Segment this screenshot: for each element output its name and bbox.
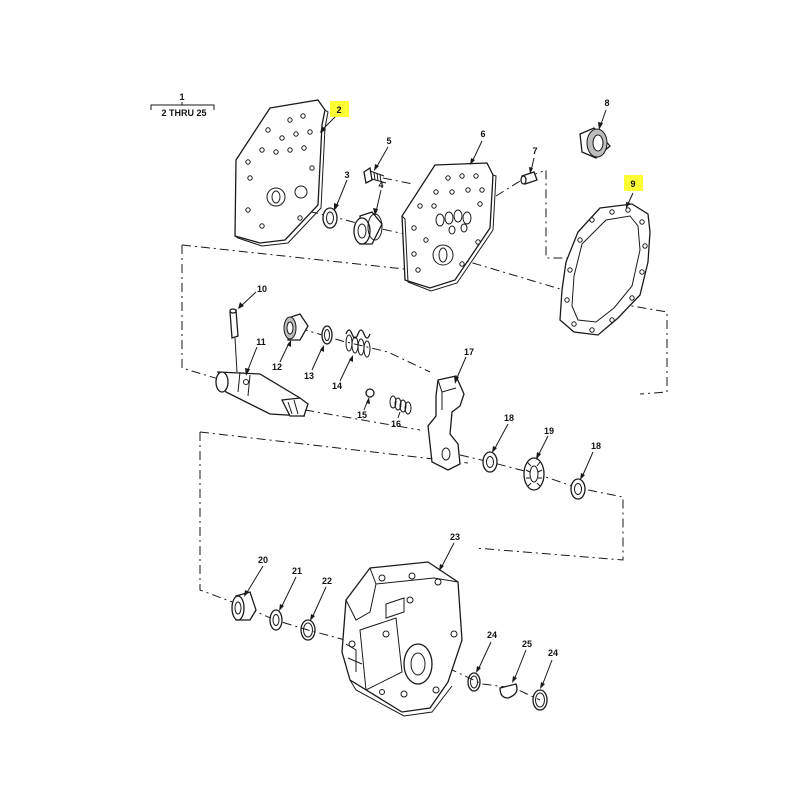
callout-22: 22 [322, 576, 332, 586]
part-9-gasket [559, 203, 651, 336]
part-2-plate [234, 99, 329, 247]
callout-23: 23 [450, 532, 460, 542]
part-17-lever [427, 375, 465, 471]
callout-2: 2 [336, 105, 341, 115]
callout-13: 13 [304, 371, 314, 381]
callout-19: 19 [544, 426, 554, 436]
callout-numbers: 2 3 4 5 6 7 8 9 10 11 12 13 14 15 16 17 … [256, 98, 635, 658]
callout-17: 17 [464, 347, 474, 357]
part-25-key [499, 683, 518, 699]
part-24-retaining-ring-a [467, 672, 481, 692]
callout-8: 8 [604, 98, 609, 108]
callout-12: 12 [272, 362, 282, 372]
callout-3: 3 [344, 170, 349, 180]
callout-14: 14 [332, 381, 342, 391]
part-23-housing [341, 561, 463, 717]
assembly-header: 1 2 THRU 25 [150, 92, 215, 118]
callout-24-b: 24 [548, 648, 558, 658]
callout-24-a: 24 [487, 630, 497, 640]
part-11-shaft [215, 371, 309, 417]
callout-4: 4 [378, 180, 383, 190]
part-18-washer-a [482, 451, 498, 473]
part-3-seal [322, 207, 338, 229]
callout-10: 10 [257, 284, 267, 294]
part-7-pin [520, 171, 538, 185]
part-13-washer [321, 325, 333, 345]
part-14-spring [345, 329, 371, 358]
part-8-bushing [579, 127, 611, 159]
part-24-retaining-ring-b [532, 689, 548, 711]
callout-15: 15 [357, 410, 367, 420]
callout-6: 6 [480, 129, 485, 139]
part-10-pin [229, 308, 239, 373]
callout-25: 25 [522, 639, 532, 649]
part-4-bearing [353, 211, 383, 245]
part-22-retaining-ring [300, 619, 316, 641]
callout-9: 9 [630, 179, 635, 189]
part-21-washer [269, 609, 283, 631]
callout-7: 7 [532, 146, 537, 156]
part-12-cup [283, 313, 309, 341]
callout-18-b: 18 [591, 441, 601, 451]
callout-11: 11 [256, 337, 266, 347]
highlight-9 [624, 175, 643, 191]
part-18-washer-b [570, 478, 586, 500]
leader-lines [238, 109, 634, 689]
highlight-2 [330, 101, 349, 117]
header-range: 2 THRU 25 [161, 108, 206, 118]
part-5-screw [363, 166, 387, 184]
callout-5: 5 [386, 136, 391, 146]
callout-highlights [330, 101, 643, 191]
header-number: 1 [179, 92, 184, 102]
callout-18-a: 18 [504, 413, 514, 423]
part-15-ball [365, 388, 375, 398]
part-19-thrust-bearing [523, 457, 545, 491]
part-20-bearing [231, 591, 257, 621]
callout-20: 20 [258, 555, 268, 565]
callout-16: 16 [391, 419, 401, 429]
callout-21: 21 [292, 566, 302, 576]
part-16-spring [389, 395, 412, 415]
part-6-valve-plate [401, 162, 497, 292]
